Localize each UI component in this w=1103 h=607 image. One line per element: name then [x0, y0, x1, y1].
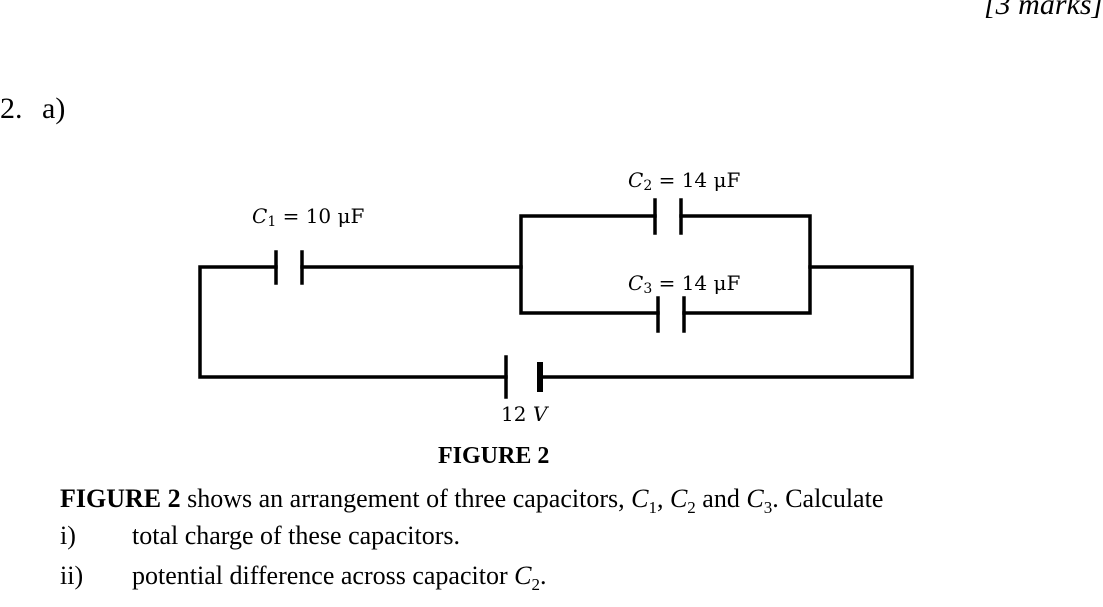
figure-caption: FIGURE 2 [438, 443, 550, 469]
c3-label: C3 = 14 μF [628, 271, 741, 297]
question-part: a) [42, 92, 66, 125]
item-text: total charge of these capacitors. [132, 521, 460, 550]
question-stem: FIGURE 2 shows an arrangement of three c… [60, 484, 884, 518]
wire-parallel-right [679, 214, 812, 315]
item-text: potential difference across capacitor C2… [132, 561, 547, 595]
wire-right [538, 265, 914, 379]
item-number: ii) [60, 561, 84, 590]
battery-label: 12 V [501, 402, 548, 426]
circuit-diagram [198, 198, 914, 399]
wire-parallel-left [519, 214, 660, 315]
c1-label: C1 = 10 μF [252, 204, 365, 230]
c2-label: C2 = 14 μF [628, 168, 741, 194]
item-number: i) [60, 521, 76, 550]
question-number: 2. [0, 92, 23, 125]
wire-left-top [198, 265, 508, 379]
marks-label: [3 marks] [984, 0, 1103, 21]
